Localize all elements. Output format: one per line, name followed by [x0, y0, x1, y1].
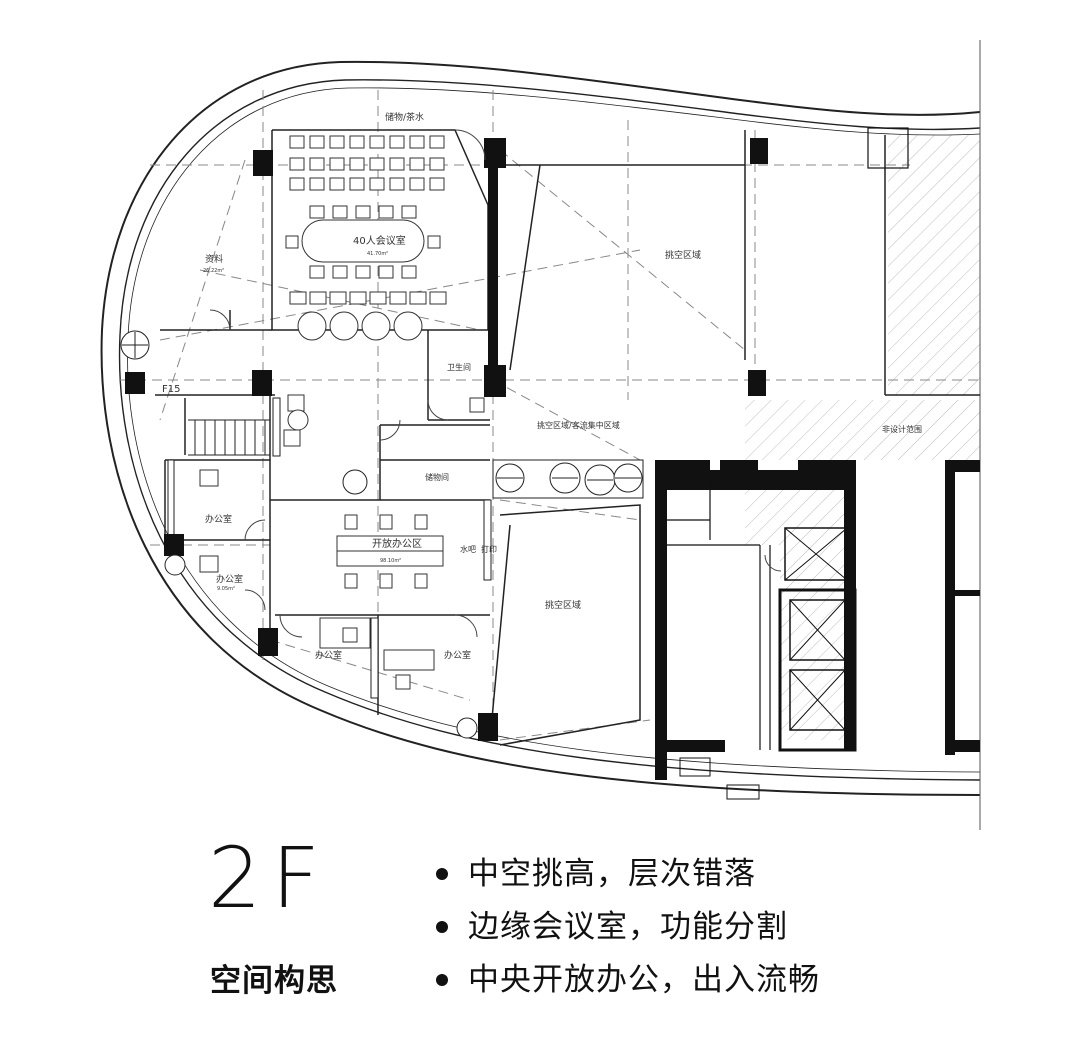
floor-plan-2f: 储物/茶水 40人会议室 41.70m² 资料 26.22m² 挑空区域 卫生间…	[100, 40, 981, 830]
label-void-lower: 挑空区域	[545, 599, 581, 611]
door-swings	[209, 129, 782, 638]
grid-lines	[120, 90, 980, 741]
label-office-small: 办公室	[216, 573, 243, 585]
label-void-upper: 挑空区域	[665, 249, 701, 261]
label-f15: F15	[162, 384, 180, 395]
bullet-item: 中央开放办公，出入流畅	[436, 954, 820, 1007]
label-office-small-area: 9.05m²	[217, 586, 235, 592]
bullet-text: 中央开放办公，出入流畅	[468, 962, 820, 998]
label-storage-tea: 储物/茶水	[385, 111, 424, 123]
bullet-text: 中空挑高，层次错落	[468, 856, 756, 892]
label-office-left: 办公室	[205, 513, 232, 525]
label-pantry: 水吧	[460, 544, 476, 554]
bullet-text: 边缘会议室，功能分割	[468, 909, 788, 945]
bullet-item: 中空挑高，层次错落	[436, 848, 820, 901]
partitions	[167, 397, 492, 699]
label-storeroom: 储物间	[425, 472, 449, 482]
label-open-office-area: 98.10m²	[380, 558, 401, 564]
columns	[125, 138, 768, 741]
meeting-table	[285, 135, 447, 341]
room-labels: 储物/茶水 40人会议室 41.70m² 资料 26.22m² 挑空区域 卫生间…	[162, 111, 922, 661]
floor-number: 2F	[208, 829, 330, 927]
concept-title: 空间构思	[210, 963, 338, 999]
stair	[188, 419, 270, 456]
label-meeting-room-area: 41.70m²	[367, 251, 388, 257]
building-core	[655, 127, 980, 800]
label-office-bottom-left: 办公室	[315, 649, 342, 661]
label-archive: 资料	[205, 253, 223, 265]
label-void-lounge: 挑空区域/客流集中区域	[537, 420, 620, 430]
label-open-office: 开放办公区	[372, 537, 422, 550]
bullet-item: 边缘会议室，功能分割	[436, 901, 820, 954]
label-non-design: 非设计范围	[882, 424, 922, 434]
bullet-dot-icon	[436, 921, 448, 933]
label-office-bottom-right: 办公室	[444, 649, 471, 661]
bullet-dot-icon	[436, 868, 448, 880]
label-restroom: 卫生间	[447, 362, 471, 372]
label-meeting-room: 40人会议室	[353, 234, 406, 247]
label-archive-area: 26.22m²	[203, 268, 224, 274]
label-print: 打印	[481, 544, 497, 554]
office-desks	[199, 394, 485, 690]
planters	[120, 330, 644, 739]
concept-bullets: 中空挑高，层次错落 边缘会议室，功能分割 中央开放办公，出入流畅	[436, 848, 820, 1007]
bullet-dot-icon	[436, 974, 448, 986]
